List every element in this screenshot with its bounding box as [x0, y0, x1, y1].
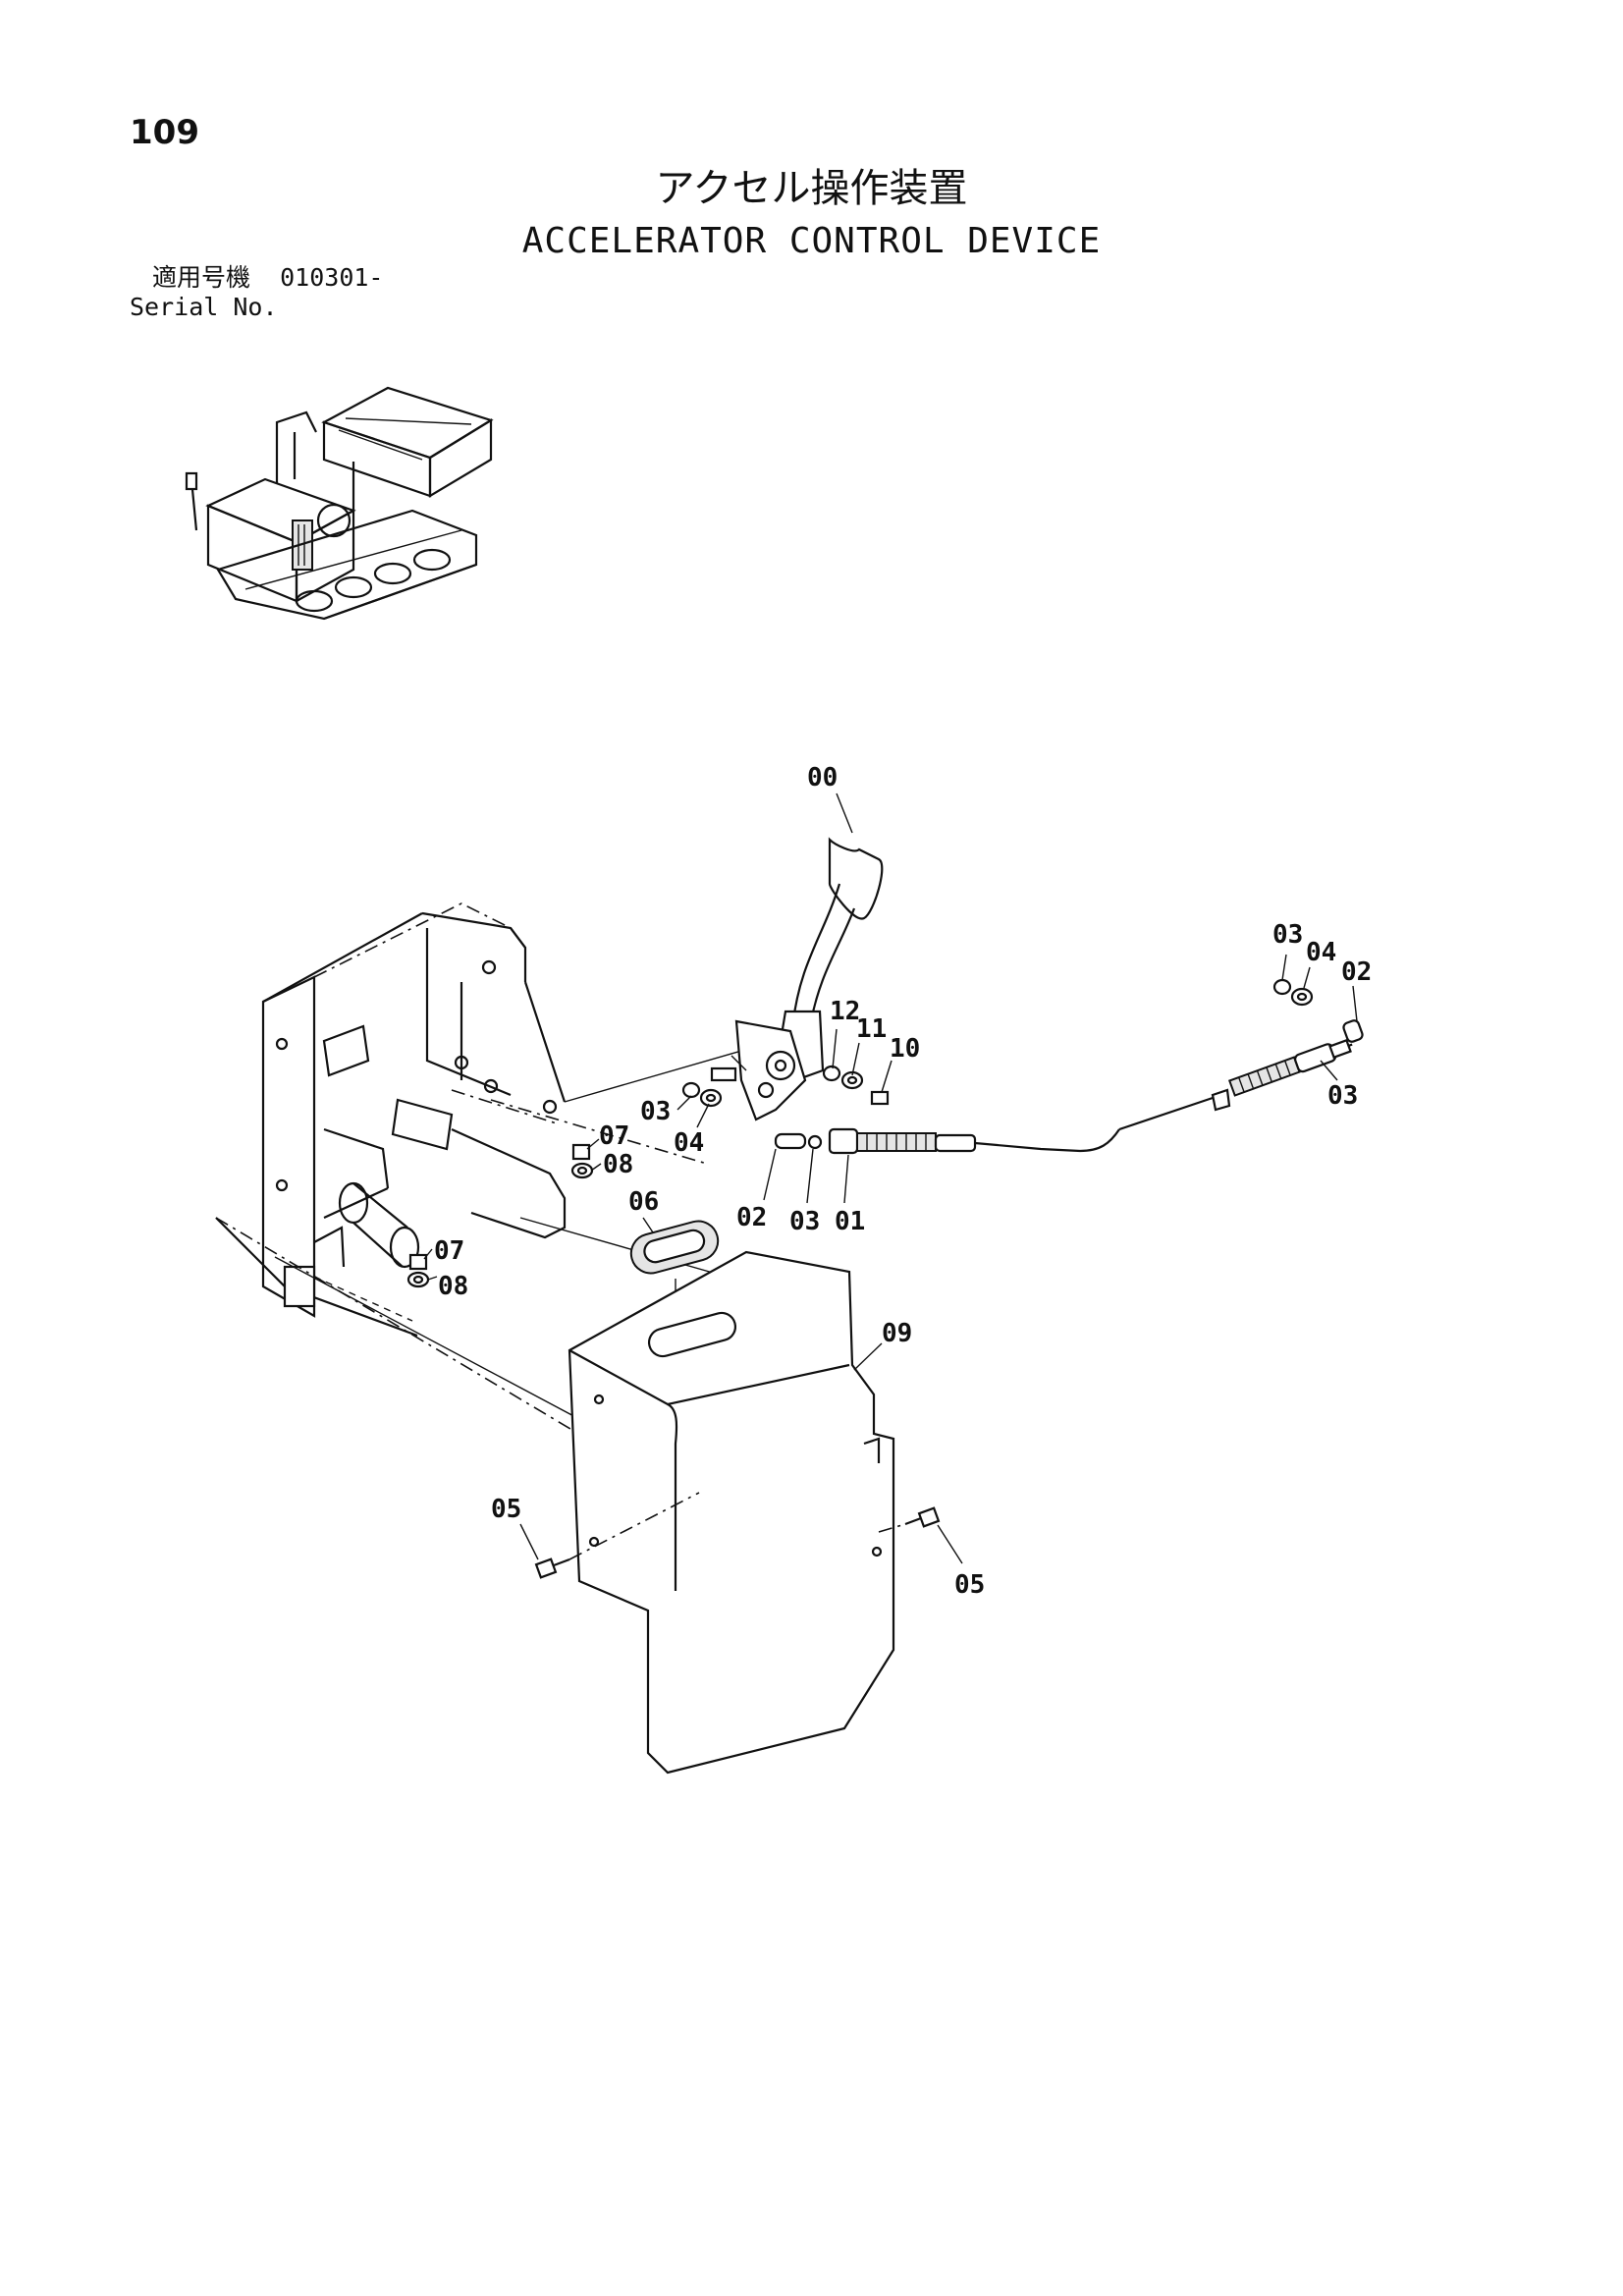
frame-hardware [406, 1143, 594, 1288]
callout-bolt-lower: 07 [434, 1236, 464, 1266]
serial-label: Serial No. [130, 293, 278, 321]
accelerator-lever [710, 837, 884, 1121]
callout-cover: 09 [882, 1319, 912, 1348]
callout-bolt-right: 05 [954, 1570, 985, 1600]
callout-bolt-pivot: 10 [890, 1034, 920, 1064]
callout-washer-lever: 04 [674, 1128, 704, 1158]
cable-end-hardware [1272, 978, 1314, 1007]
cover-bolts [534, 1492, 941, 1579]
callout-joint-left: 02 [736, 1203, 767, 1232]
page-title-japanese: アクセル操作装置 [655, 166, 968, 211]
callout-washer-lower: 08 [438, 1272, 468, 1301]
callout-washer-upper: 08 [603, 1150, 633, 1179]
callout-joint-right: 02 [1341, 957, 1372, 987]
page-title: ACCELERATOR CONTROL DEVICE [521, 221, 1102, 261]
serial-value: 010301- [280, 263, 384, 292]
callout-nut-lever: 03 [640, 1097, 671, 1126]
callout-washer-right: 04 [1306, 938, 1336, 967]
leader-lines [423, 793, 1358, 1564]
lever-hardware [681, 1065, 890, 1108]
callout-grommet: 06 [628, 1187, 659, 1217]
callout-bolt-left: 05 [491, 1495, 521, 1524]
callout-labels: 00 12 11 10 03 04 02 03 01 07 08 06 07 0… [434, 763, 1372, 1600]
callout-nut-right-top: 03 [1272, 920, 1303, 950]
page-number: 109 [130, 113, 199, 152]
callout-washer-pivot-b: 12 [830, 997, 860, 1026]
callout-washer-pivot-a: 11 [856, 1014, 887, 1044]
serial-line: 適用号機 010301- [152, 265, 383, 290]
accelerator-cable [774, 1019, 1364, 1155]
serial-label-japanese: 適用号機 [152, 263, 251, 292]
control-cover [568, 1250, 895, 1775]
mounting-frame [215, 902, 777, 1494]
vehicle-thumbnail [185, 386, 494, 621]
callout-nut-right-bottom: 03 [1327, 1081, 1358, 1111]
callout-bolt-upper: 07 [599, 1121, 629, 1151]
callout-cable: 01 [835, 1207, 865, 1236]
callout-lever: 00 [807, 763, 838, 793]
callout-nut-left: 03 [789, 1207, 820, 1236]
